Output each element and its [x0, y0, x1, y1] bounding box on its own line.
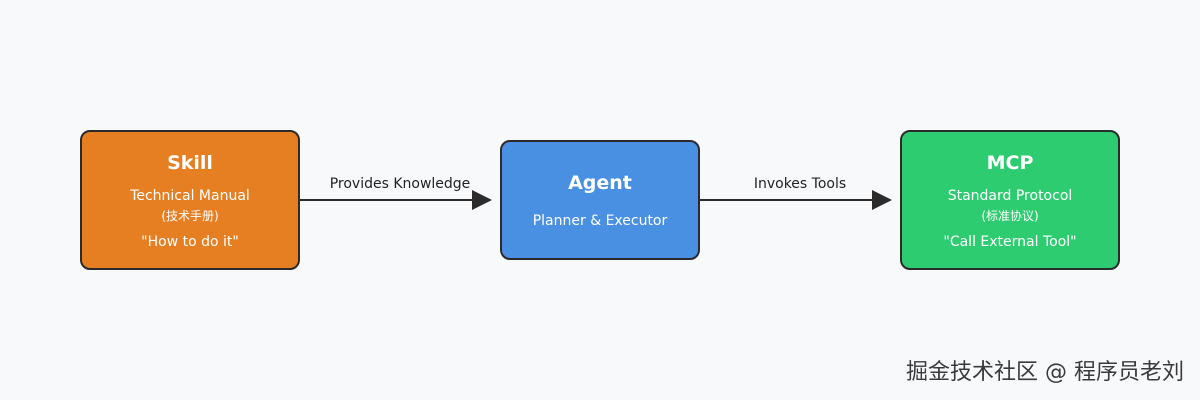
- edge-label-provides-knowledge: Provides Knowledge: [329, 176, 471, 192]
- skill-quote: "How to do it": [141, 234, 239, 250]
- mcp-description: Standard Protocol: [947, 188, 1073, 204]
- mcp-node: MCP Standard Protocol (标准协议) "Call Exter…: [900, 130, 1120, 270]
- mcp-quote: "Call External Tool": [943, 234, 1077, 250]
- skill-title: Skill: [167, 152, 213, 174]
- mcp-description-cn: (标准协议): [981, 209, 1039, 223]
- watermark: 掘金技术社区 @ 程序员老刘: [906, 360, 1184, 385]
- mcp-title: MCP: [986, 152, 1034, 174]
- skill-description: Technical Manual: [130, 188, 250, 204]
- skill-description-cn: (技术手册): [161, 209, 219, 223]
- agent-title: Agent: [568, 172, 632, 194]
- edge-label-invokes-tools: Invokes Tools: [753, 176, 847, 192]
- agent-description: Planner & Executor: [532, 213, 668, 229]
- skill-node: Skill Technical Manual (技术手册) "How to do…: [80, 130, 300, 270]
- agent-node: Agent Planner & Executor: [500, 140, 700, 260]
